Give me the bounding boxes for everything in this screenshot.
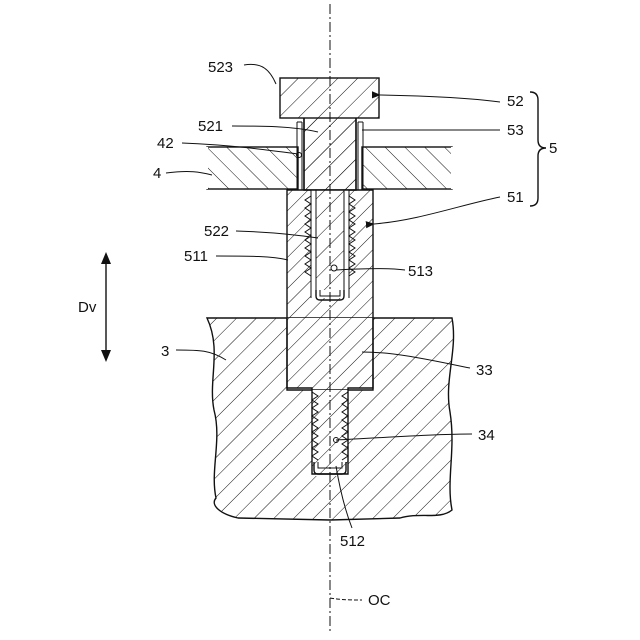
label-513: 513 [408, 263, 433, 280]
label-52: 52 [507, 93, 524, 110]
label-33: 33 [476, 362, 493, 379]
label-34: 34 [478, 427, 495, 444]
label-511: 511 [184, 248, 208, 265]
label-523: 523 [208, 59, 233, 76]
label-dv: Dv [78, 299, 97, 316]
label-3: 3 [161, 343, 169, 360]
label-5: 5 [549, 140, 557, 157]
label-51: 51 [507, 189, 524, 206]
label-512: 512 [340, 533, 365, 550]
label-4: 4 [153, 165, 161, 182]
label-53: 53 [507, 122, 524, 139]
label-521: 521 [198, 118, 223, 135]
label-oc: OC [368, 592, 391, 609]
label-522: 522 [204, 223, 229, 240]
label-42: 42 [157, 135, 174, 152]
bracket-5 [530, 92, 546, 206]
dv-arrow [101, 252, 111, 362]
